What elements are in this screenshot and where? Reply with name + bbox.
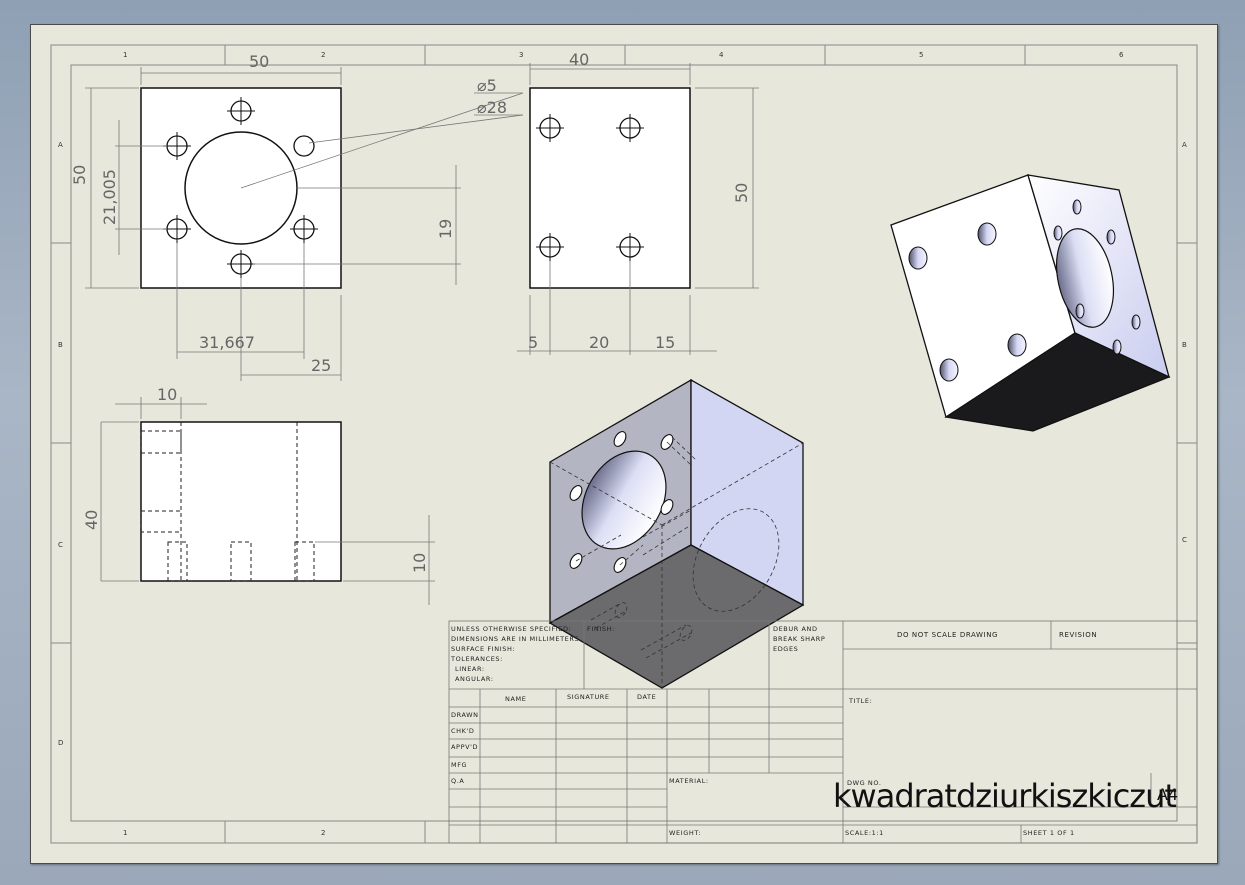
- zone-col-2-bottom: 2: [321, 829, 325, 837]
- deburr-3: EDGES: [773, 645, 799, 653]
- scale-label: SCALE:1:1: [845, 829, 884, 837]
- dim-side-width: 40: [569, 50, 589, 69]
- zone-labels: 1 2 3 4 5 6 1 2 A B C D A B C: [58, 51, 1187, 837]
- note-linear: LINEAR:: [455, 665, 485, 673]
- dim-side-15: 15: [655, 333, 675, 352]
- deburr-2: BREAK SHARP: [773, 635, 826, 643]
- zone-row-b: B: [58, 341, 63, 349]
- dwg-no-value: kwadratdziurkiszkiczut: [833, 777, 1177, 815]
- note-tolerances: TOLERANCES:: [451, 655, 503, 663]
- zone-col-4: 4: [719, 51, 724, 59]
- dim-hole-offset: 21,005: [100, 169, 119, 225]
- revision-label: REVISION: [1059, 631, 1098, 639]
- top-view[interactable]: [140, 421, 342, 582]
- dim-front-width: 50: [249, 52, 269, 71]
- side-view-dimensions: [517, 63, 759, 355]
- zone-col-2: 2: [321, 51, 325, 59]
- col-name: NAME: [505, 695, 527, 703]
- do-not-scale: DO NOT SCALE DRAWING: [897, 631, 999, 639]
- row-qa: Q.A: [451, 777, 465, 785]
- finish-label: FINISH:: [587, 625, 615, 633]
- row-approved: APPV'D: [451, 743, 479, 751]
- zone-row-d: D: [58, 739, 63, 747]
- drawing-sheet[interactable]: 1 2 3 4 5 6 1 2 A B C D A B C: [30, 24, 1218, 864]
- dim-horiz-31: 31,667: [199, 333, 255, 352]
- dim-front-height: 50: [70, 165, 89, 185]
- title-label: TITLE:: [849, 697, 873, 705]
- row-checked: CHK'D: [451, 727, 475, 735]
- note-unless: UNLESS OTHERWISE SPECIFIED:: [451, 625, 572, 633]
- dim-small-hole-dia: ⌀5: [477, 76, 497, 95]
- side-view-dim-text: 40 50 5 20 15: [528, 50, 751, 352]
- dim-bore-dia: ⌀28: [477, 98, 507, 117]
- zone-col-5: 5: [919, 51, 923, 59]
- zone-row-c-right: C: [1182, 536, 1187, 544]
- col-signature: SIGNATURE: [567, 693, 610, 701]
- top-view-dimensions: [100, 397, 435, 605]
- row-drawn: DRAWN: [451, 711, 479, 719]
- front-view-dim-text: 50 50 21,005 ⌀5 ⌀28 19 31,667 25: [70, 52, 507, 375]
- zone-col-1-bottom: 1: [123, 829, 127, 837]
- sheet-size: A4: [1157, 785, 1179, 804]
- isometric-view[interactable]: [548, 378, 805, 689]
- dim-vertical-19: 19: [436, 219, 455, 239]
- material-label: MATERIAL:: [669, 777, 709, 785]
- dim-horiz-25: 25: [311, 356, 331, 375]
- dim-top-10: 10: [157, 385, 177, 404]
- note-surface: SURFACE FINISH:: [451, 645, 516, 653]
- note-angular: ANGULAR:: [455, 675, 494, 683]
- title-block-grid: [448, 620, 1198, 844]
- dwg-no-label: DWG NO.: [847, 779, 882, 787]
- zone-col-6: 6: [1119, 51, 1124, 59]
- zone-row-a: A: [58, 141, 63, 149]
- deburr-1: DEBUR AND: [773, 625, 818, 633]
- dim-side-5: 5: [528, 333, 538, 352]
- dim-side-height: 50: [732, 183, 751, 203]
- zone-col-3: 3: [519, 51, 523, 59]
- row-mfg: MFG: [451, 761, 468, 769]
- zone-col-1: 1: [123, 51, 127, 59]
- sheet-label: SHEET 1 OF 1: [1023, 829, 1075, 837]
- zone-row-b-right: B: [1182, 341, 1187, 349]
- drawing-canvas[interactable]: 1 2 3 4 5 6 1 2 A B C D A B C: [31, 25, 1217, 863]
- col-date: DATE: [637, 693, 657, 701]
- zone-row-a-right: A: [1182, 141, 1187, 149]
- dim-side-20: 20: [589, 333, 609, 352]
- note-dimensions: DIMENSIONS ARE IN MILLIMETERS: [451, 635, 580, 643]
- dim-top-10b: 10: [410, 553, 429, 573]
- dim-top-40: 40: [82, 510, 101, 530]
- shaded-isometric-view[interactable]: [890, 174, 1171, 432]
- top-view-dim-text: 10 40 10: [82, 385, 429, 573]
- side-view[interactable]: [529, 87, 691, 289]
- zone-row-c: C: [58, 541, 63, 549]
- weight-label: WEIGHT:: [669, 829, 702, 837]
- front-view-dimensions: [85, 67, 524, 381]
